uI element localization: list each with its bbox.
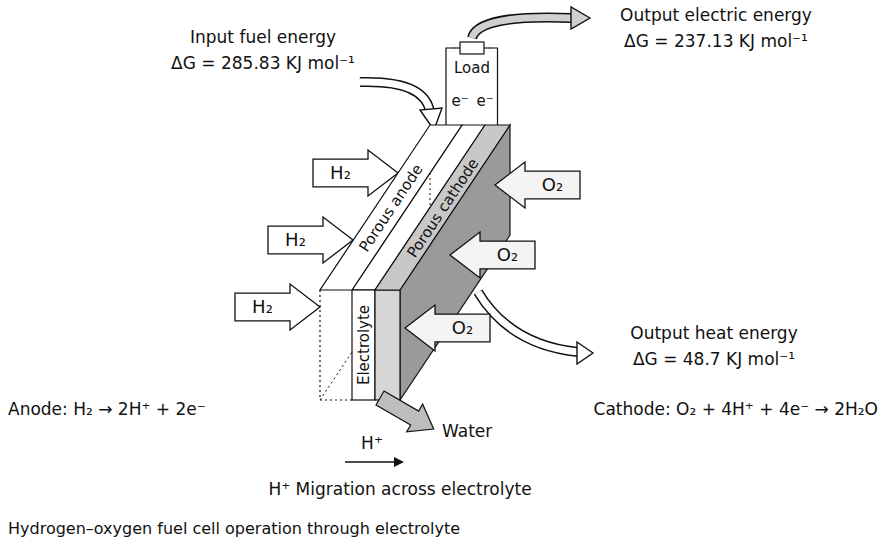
gas-label: O₂ — [452, 319, 473, 337]
oxygen-inlet-arrow: O₂ — [495, 162, 580, 208]
energy-value: ΔG = 285.83 KJ mol⁻¹ — [171, 52, 355, 74]
output-heat-arrow — [478, 292, 593, 364]
output-electric-arrow — [472, 7, 590, 38]
resistor-symbol — [460, 42, 484, 54]
energy-value: ΔG = 237.13 KJ mol⁻¹ — [624, 30, 808, 52]
load-box: Load — [450, 38, 494, 82]
electron-label: e⁻ — [475, 92, 494, 110]
block-arrow — [313, 150, 398, 196]
gas-label: O₂ — [497, 246, 518, 264]
reaction-equation: Anode: H₂ → 2H⁺ + 2e⁻ — [8, 398, 206, 420]
gas-label: O₂ — [542, 176, 563, 194]
block-arrow — [495, 162, 580, 208]
ion-label: H⁺ — [361, 432, 383, 454]
block-arrow — [268, 217, 353, 263]
cathode-front-face — [375, 290, 400, 400]
block-arrow — [235, 284, 320, 330]
anode-hidden-edge — [320, 290, 352, 400]
reaction-equation: Cathode: O₂ + 4H⁺ + 4e⁻ → 2H₂O — [594, 398, 878, 420]
energy-label: Output electric energy — [620, 4, 812, 26]
figure-caption: Hydrogen–oxygen fuel cell operation thro… — [8, 518, 460, 540]
electron-label: e⁻ — [450, 92, 469, 110]
electrolyte-front-face — [352, 290, 375, 400]
energy-label: Output heat energy — [630, 322, 797, 344]
product-label: Water — [442, 420, 492, 442]
electrolyte-layer: Electrolyte — [352, 290, 375, 400]
block-arrow — [405, 305, 490, 351]
oxygen-inlet-arrow: O₂ — [405, 305, 490, 351]
oxygen-inlet-arrow: O₂ — [450, 232, 535, 278]
wire — [484, 47, 494, 48]
note-label: H⁺ Migration across electrolyte — [268, 478, 531, 500]
layer-label: Electrolyte — [355, 305, 373, 385]
gas-label: H₂ — [330, 164, 351, 182]
load-label: Load — [454, 59, 490, 77]
proton-migration-arrow — [345, 457, 404, 467]
energy-value: ΔG = 48.7 KJ mol⁻¹ — [633, 348, 795, 370]
wire — [494, 48, 498, 125]
gas-label: H₂ — [285, 231, 306, 249]
block-arrow — [450, 232, 535, 278]
energy-label: Input fuel energy — [190, 26, 336, 48]
wire — [446, 48, 450, 125]
fuel-inlet-arrow: H₂ — [268, 217, 353, 263]
fuel-inlet-arrow: H₂ — [235, 284, 320, 330]
fuel-inlet-arrow: H₂ — [313, 150, 398, 196]
wire — [450, 47, 460, 48]
gas-label: H₂ — [252, 298, 273, 316]
input-energy-arrow — [360, 82, 442, 130]
